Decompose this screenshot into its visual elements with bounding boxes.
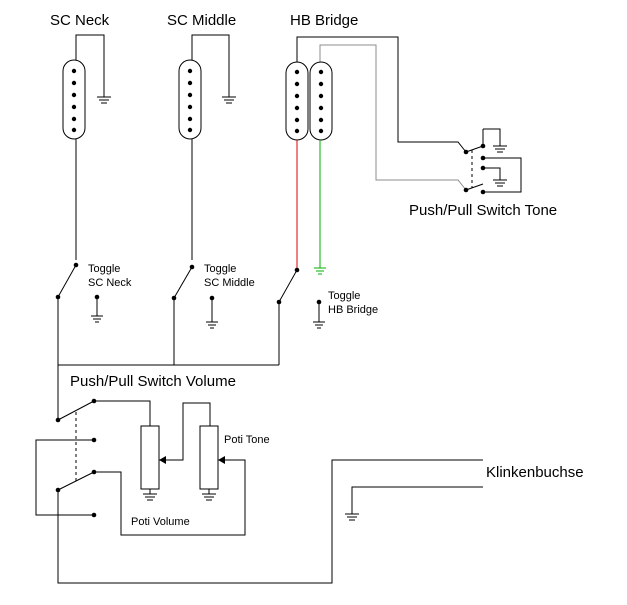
- toggle-bridge-label-line2: HB Bridge: [328, 304, 378, 316]
- jack-label: Klinkenbuchse: [486, 464, 584, 481]
- poti-volume: [94, 400, 246, 536]
- poti-tone: [199, 425, 225, 501]
- hb-bridge-label: HB Bridge: [290, 12, 358, 29]
- sc-middle-pickup: [178, 34, 236, 260]
- hb-bridge-pickup: [285, 36, 467, 275]
- sc-neck-label: SC Neck: [50, 12, 110, 29]
- poti-volume-label: Poti Volume: [131, 516, 190, 528]
- toggle-neck-label-line2: SC Neck: [88, 277, 132, 289]
- toggle-middle-label-line2: SC Middle: [204, 277, 255, 289]
- push-pull-switch-volume: [35, 398, 483, 584]
- poti-tone-label: Poti Tone: [224, 434, 270, 446]
- toggle-bus-wire: [57, 297, 280, 420]
- jack-output: [345, 486, 483, 521]
- sc-neck-pickup: [62, 34, 111, 260]
- push-pull-switch-tone: [463, 128, 522, 195]
- toggle-hb-bridge: [276, 267, 325, 329]
- sc-middle-label: SC Middle: [167, 12, 236, 29]
- toggle-bridge-label-line1: Toggle: [328, 290, 360, 302]
- push-pull-tone-label: Push/Pull Switch Tone: [409, 202, 557, 219]
- toggle-sc-middle: [171, 264, 218, 329]
- push-pull-volume-label: Push/Pull Switch Volume: [70, 373, 236, 390]
- toggle-middle-label-line1: Toggle: [204, 263, 236, 275]
- toggle-neck-label-line1: Toggle: [88, 263, 120, 275]
